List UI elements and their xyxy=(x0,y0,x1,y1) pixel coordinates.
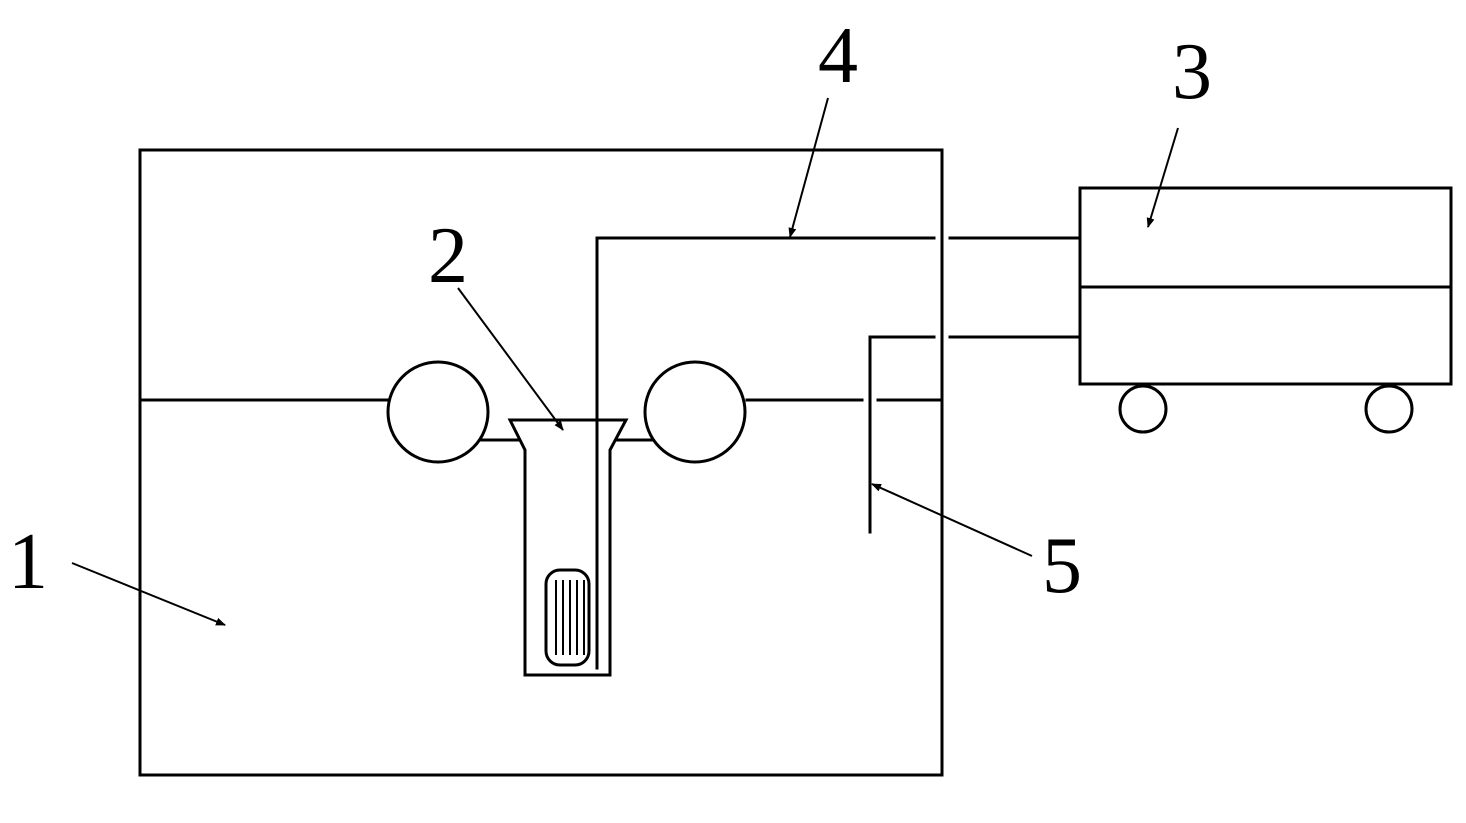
label-5: 5 xyxy=(1042,522,1082,610)
label-3: 3 xyxy=(1172,28,1212,116)
leader-line-5 xyxy=(871,483,1033,557)
leader-line-4 xyxy=(788,97,829,238)
leader-line-2 xyxy=(457,287,564,431)
cart-wheel-right xyxy=(1364,384,1414,434)
leader-line-1 xyxy=(71,562,226,626)
main-enclosure xyxy=(138,148,944,777)
cart-wheel-left xyxy=(1118,384,1168,434)
leader-line-3 xyxy=(1146,127,1179,228)
discharge-pipe xyxy=(595,236,936,670)
pump-motor xyxy=(544,568,591,667)
return-pipe xyxy=(868,335,936,534)
right-float-circle xyxy=(643,360,747,464)
label-2: 2 xyxy=(428,212,468,300)
label-1: 1 xyxy=(8,518,48,606)
label-4: 4 xyxy=(818,12,858,100)
left-float-circle xyxy=(386,360,490,464)
